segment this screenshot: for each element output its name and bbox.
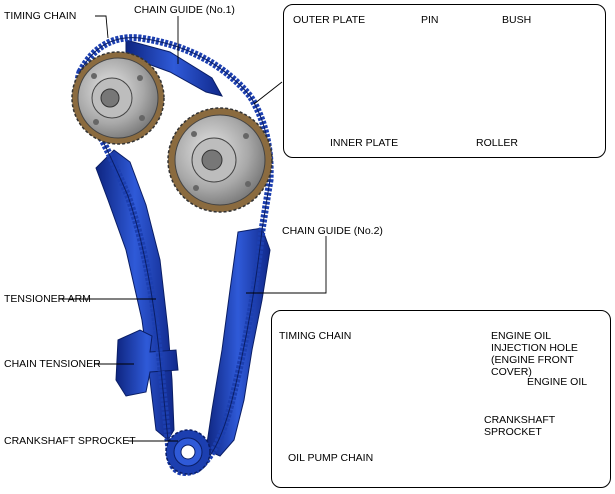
chain-detail-inset: [283, 4, 606, 158]
label-pin: PIN: [421, 14, 439, 26]
camshaft-sprocket-1: [71, 51, 165, 145]
camshaft-sprocket-2: [167, 107, 273, 213]
oil-detail-inset: [271, 310, 611, 488]
label-engine-oil: ENGINE OIL: [527, 376, 588, 388]
label-chain-guide-no1: CHAIN GUIDE (No.1): [134, 4, 235, 16]
label-roller: ROLLER: [476, 137, 519, 149]
label-oil-injection-hole: ENGINE OIL INJECTION HOLE (ENGINE FRONT …: [491, 330, 578, 378]
label-tensioner-arm: TENSIONER ARM: [4, 293, 91, 305]
label-bush: BUSH: [502, 14, 532, 26]
label-outer-plate: OUTER PLATE: [293, 14, 366, 26]
crankshaft-sprocket-part: [165, 429, 211, 475]
chain-tensioner-part: [115, 329, 179, 397]
label-oil-pump-chain: OIL PUMP CHAIN: [288, 452, 374, 464]
leader-lines: [59, 15, 327, 442]
label-crankshaft-sprocket: CRANKSHAFT SPROCKET: [4, 435, 136, 447]
label-chain-tensioner: CHAIN TENSIONER: [4, 358, 101, 370]
label-inset-timing-chain: TIMING CHAIN: [279, 330, 352, 342]
chain-guide-no2-part: [205, 227, 271, 457]
label-inset-crankshaft-sprocket: CRANKSHAFT SPROCKET: [484, 414, 555, 438]
label-chain-guide-no2: CHAIN GUIDE (No.2): [282, 225, 383, 237]
label-inner-plate: INNER PLATE: [330, 137, 399, 149]
label-timing-chain: TIMING CHAIN: [4, 10, 77, 22]
